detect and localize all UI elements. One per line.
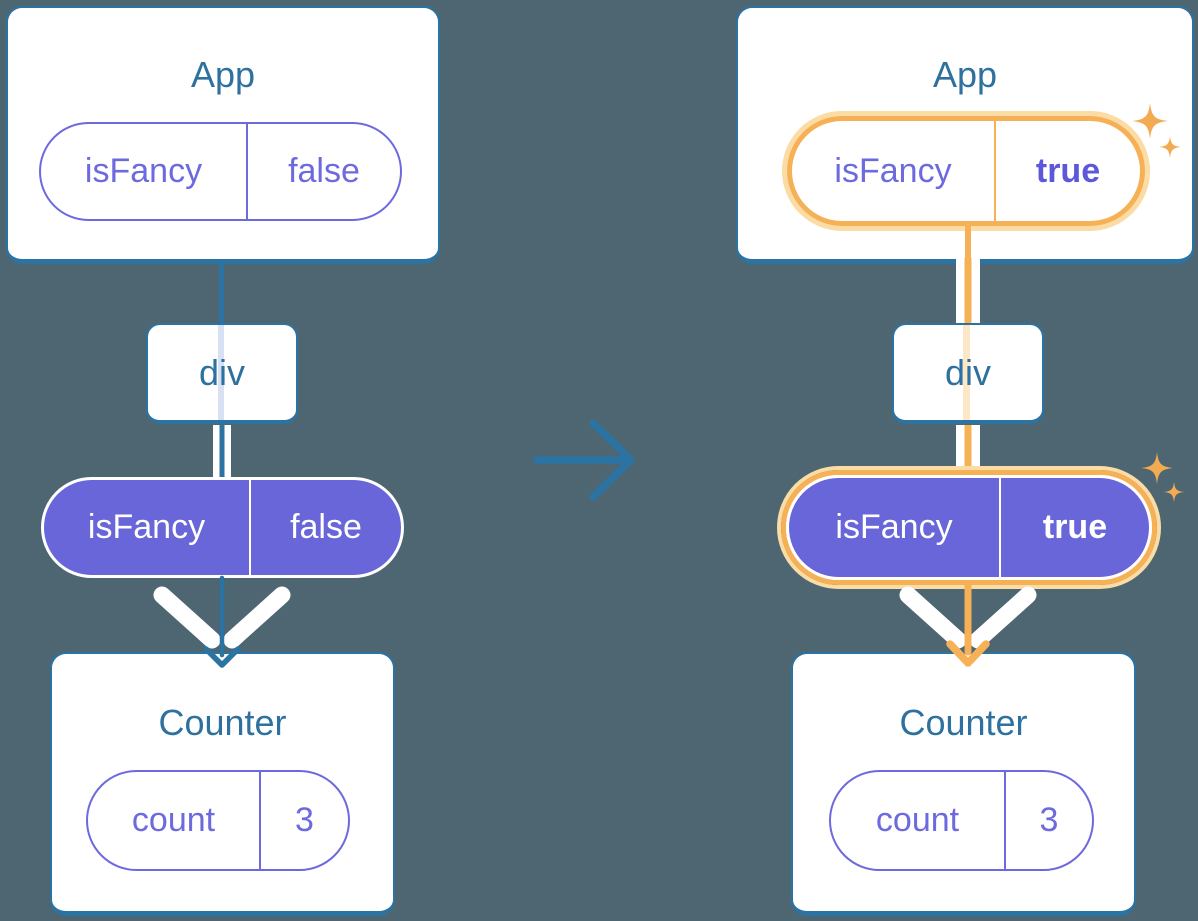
prop-name: isFancy <box>84 152 203 190</box>
provider-pipe-before <box>213 425 231 478</box>
tree-connector-before <box>219 261 224 325</box>
highlight-ring-inner: isFancy true <box>781 470 1157 585</box>
arrow-right-icon <box>533 419 635 501</box>
state-name: count <box>875 801 960 839</box>
div-node-before: div <box>146 323 298 424</box>
counter-title: Counter <box>158 702 287 743</box>
div-node-after: div <box>892 323 1044 424</box>
context-line-in-card-after <box>965 224 971 264</box>
prop-value: true <box>994 121 1140 221</box>
app-card-after: App isFancy true <box>736 6 1194 264</box>
prop-pill-app-after: isFancy true <box>787 116 1145 226</box>
prop-value: false <box>249 480 401 575</box>
provider-pipe-core <box>219 425 225 478</box>
div-label: div <box>944 351 992 393</box>
prop-name: isFancy <box>835 508 953 546</box>
state-value: 3 <box>1004 772 1092 869</box>
counter-card-before: Counter count 3 <box>50 652 395 916</box>
counter-title: Counter <box>899 702 1028 743</box>
context-pill-after: isFancy true <box>786 475 1152 580</box>
app-card-before: App isFancy false <box>6 6 440 264</box>
state-value: 3 <box>259 772 348 869</box>
context-pill-after-highlight-ring: isFancy true <box>777 466 1161 589</box>
state-name: count <box>131 801 216 839</box>
context-stripe-after <box>963 325 970 420</box>
context-pill-before: isFancy false <box>41 477 404 578</box>
provider-pipe-core <box>964 258 972 326</box>
context-stripe-before <box>218 325 224 420</box>
state-pill-before: count 3 <box>86 770 350 871</box>
app-title: App <box>932 54 998 95</box>
prop-name: isFancy <box>87 508 206 546</box>
prop-name: isFancy <box>834 151 952 190</box>
provider-pipe-core <box>964 425 972 468</box>
app-title: App <box>190 54 256 95</box>
prop-value: false <box>246 124 400 219</box>
prop-pill-app-before: isFancy false <box>39 122 402 221</box>
state-pill-after: count 3 <box>829 770 1094 871</box>
prop-pill-app-after-highlight-ring: isFancy true <box>782 111 1150 231</box>
counter-card-after: Counter count 3 <box>791 652 1136 916</box>
provider-pipe-after-1 <box>956 258 980 326</box>
prop-value: true <box>999 478 1149 577</box>
provider-pipe-after-2 <box>956 425 980 468</box>
div-label: div <box>198 351 246 393</box>
